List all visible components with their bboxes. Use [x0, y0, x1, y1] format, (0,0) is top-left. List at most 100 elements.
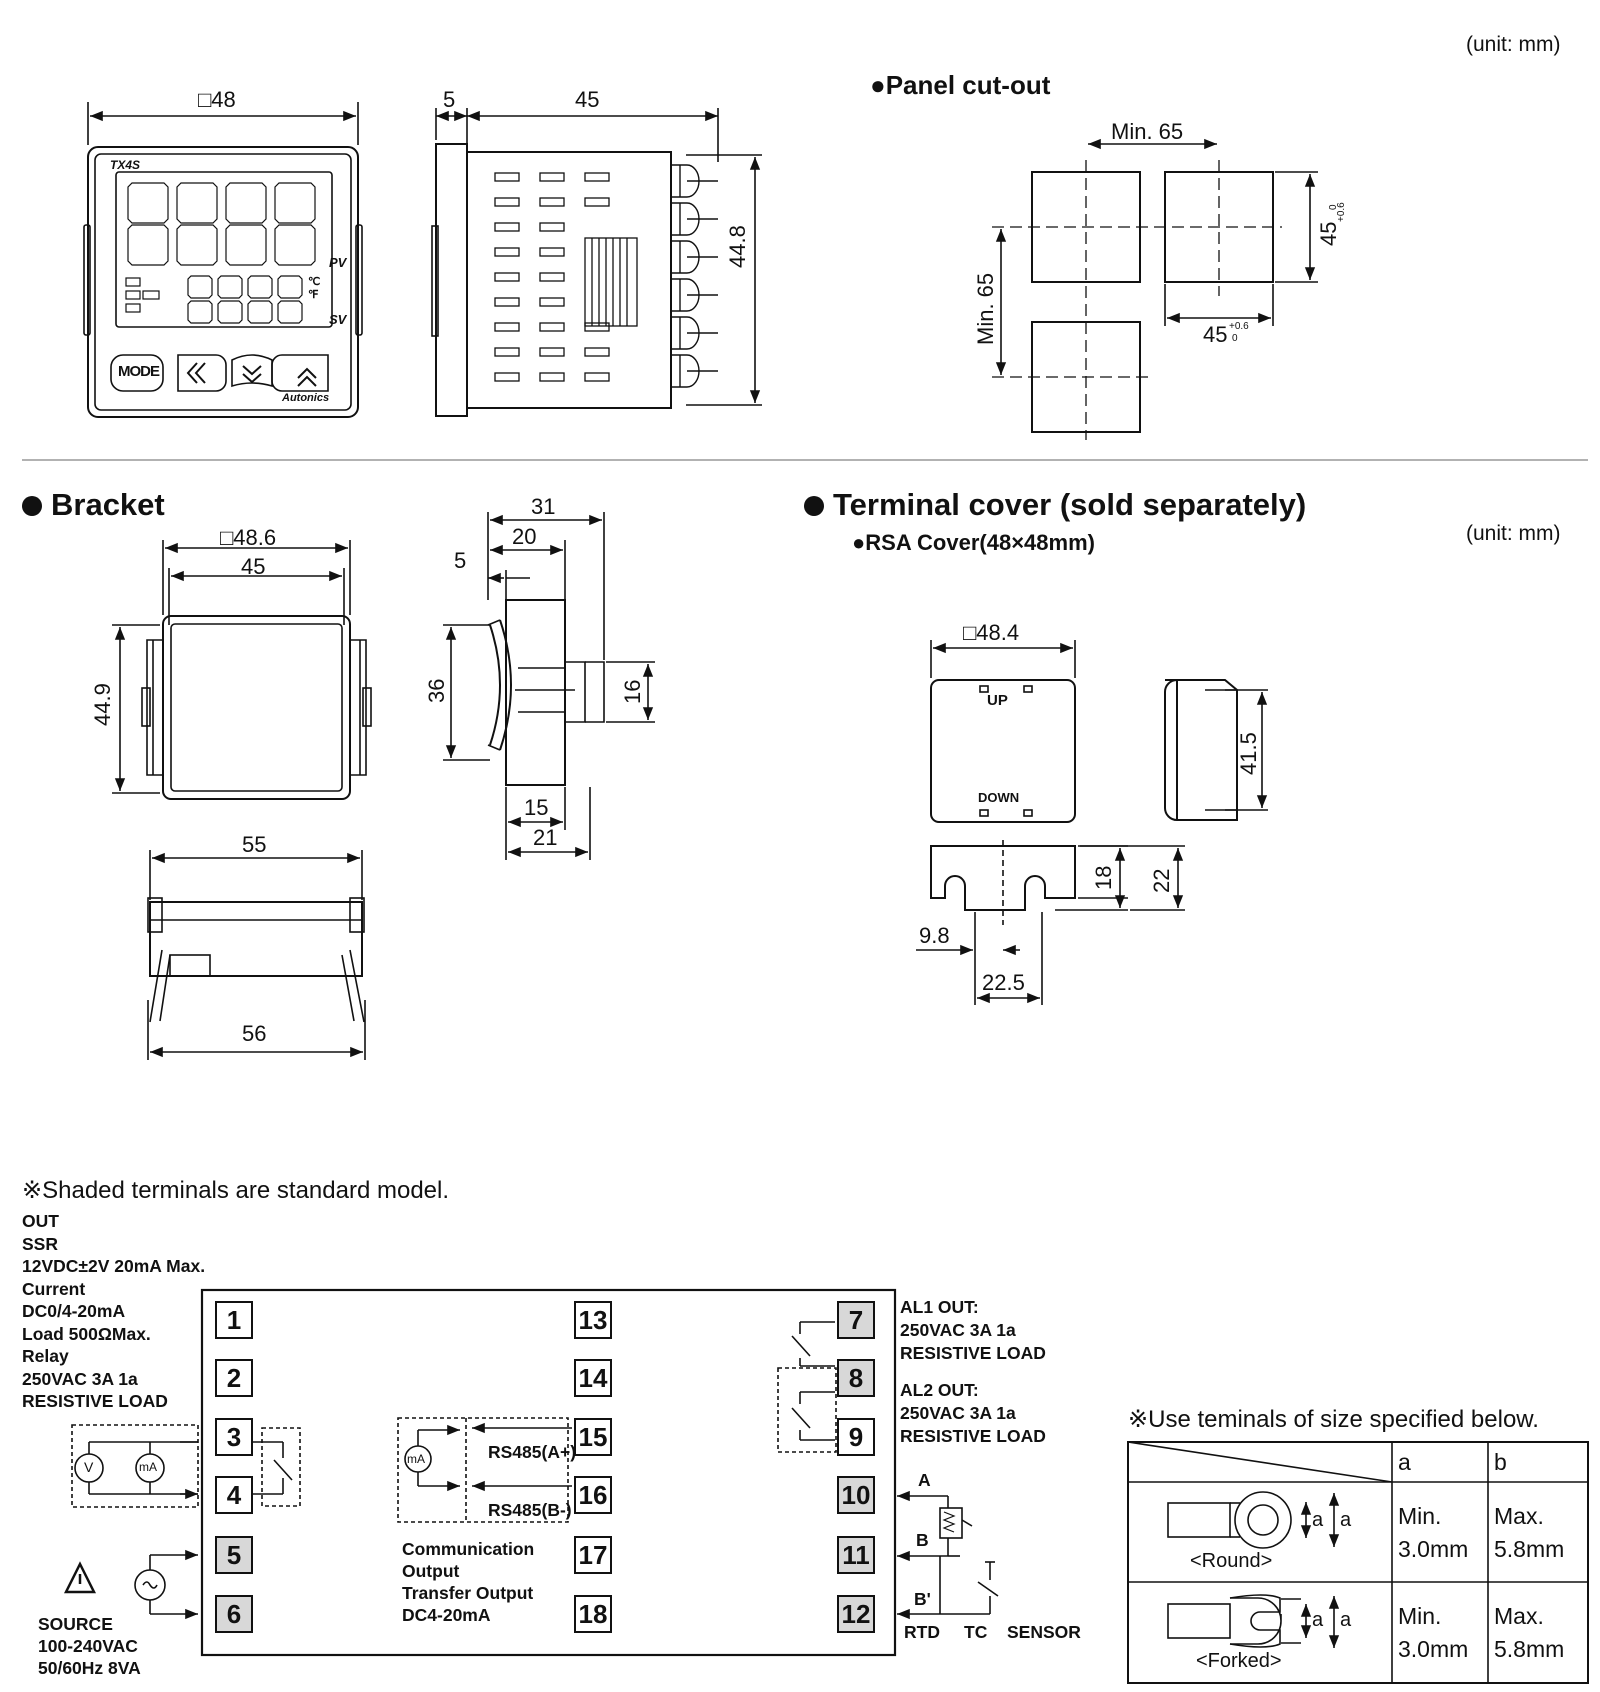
cover-d18: 18: [1091, 865, 1116, 890]
shaded-terminals-note: ※Shaded terminals are standard model.: [22, 1177, 450, 1204]
round-dim-a-outer: a: [1340, 1509, 1352, 1531]
forked-dim-a-outer: a: [1340, 1609, 1352, 1631]
front-model-label: TX4S: [110, 158, 141, 172]
unit-label-cover: (unit: mm): [1466, 522, 1561, 545]
al2-line: AL2 OUT:: [900, 1380, 979, 1400]
comm-output-block: Communication Output Transfer Output DC4…: [402, 1538, 534, 1626]
bracket-side-d5: 5: [454, 548, 467, 573]
ammeter-symbol: mA: [139, 1460, 157, 1474]
table-header-a: a: [1398, 1449, 1411, 1475]
cutout-vertical-tol-zero: 0: [1328, 204, 1339, 210]
cutout-vertical-dim: 45: [1316, 221, 1341, 246]
terminal-11: 11: [837, 1536, 875, 1574]
bracket-bottom-drawing: [147, 850, 366, 1060]
cover-size-dim: □48.4: [963, 620, 1020, 645]
out-spec-line: Load 500ΩMax.: [22, 1323, 151, 1344]
bracket-inner-dim: 45: [241, 554, 266, 579]
out-spec-line: OUT: [22, 1211, 59, 1231]
unit-label-top: (unit: mm): [1466, 33, 1561, 56]
cover-d22-5: 22.5: [982, 970, 1025, 995]
table-row-round-min: Min. 3.0mm: [1398, 1500, 1468, 1566]
bracket-side-d15: 15: [524, 795, 549, 820]
table-row-forked-min: Min. 3.0mm: [1398, 1600, 1468, 1666]
out-spec-line: 250VAC 3A 1a: [22, 1368, 138, 1389]
panel-cutout-drawing: [992, 138, 1318, 440]
cover-down-label: DOWN: [978, 790, 1020, 805]
terminal-14: 14: [574, 1359, 612, 1397]
bracket-side-d36: 36: [424, 678, 449, 703]
al1-line: RESISTIVE LOAD: [900, 1343, 1046, 1363]
bracket-outer-dim: □48.6: [220, 525, 277, 550]
max-value: 5.8mm: [1494, 1636, 1565, 1662]
cover-d41-5: 41.5: [1236, 732, 1261, 775]
terminal-7: 7: [837, 1301, 875, 1339]
min-label: Min.: [1398, 1603, 1442, 1629]
sensor-b-label: B: [916, 1530, 929, 1550]
bracket-side-drawing: [443, 512, 655, 860]
al2-line: RESISTIVE LOAD: [900, 1426, 1046, 1446]
terminal-size-table-drawing: [1127, 1441, 1589, 1684]
bracket-front-drawing: [112, 540, 372, 800]
terminal-cover-drawing: [916, 640, 1268, 1005]
terminal-15: 15: [574, 1418, 612, 1456]
bracket-bullet-icon: [22, 496, 42, 516]
min-label: Min.: [1398, 1503, 1442, 1529]
out-spec-line: RESISTIVE LOAD: [22, 1391, 168, 1411]
front-unit-f: ℉: [308, 289, 319, 301]
front-unit-c: ℃: [308, 276, 321, 288]
min-value: 3.0mm: [1398, 1536, 1469, 1562]
terminal-4: 4: [215, 1476, 253, 1514]
bracket-height-dim: 44.9: [90, 683, 115, 726]
bracket-bottom-d56: 56: [242, 1021, 267, 1046]
sensor-label: SENSOR: [1007, 1622, 1081, 1642]
terminal-cover-bullet-icon: [804, 496, 824, 516]
terminal-cover-title: Terminal cover (sold separately): [833, 487, 1307, 522]
out-spec-line: Relay: [22, 1346, 69, 1366]
sensor-a-label: A: [918, 1470, 931, 1490]
terminal-12: 12: [837, 1595, 875, 1633]
cover-d9-8: 9.8: [919, 923, 950, 948]
panel-cutout-title: ●Panel cut-out: [870, 70, 1051, 100]
out-spec-block: OUT SSR 12VDC±2V 20mA Max. Current DC0/4…: [22, 1210, 205, 1413]
bracket-bottom-d55: 55: [242, 832, 267, 857]
front-brand: Autonics: [282, 392, 330, 404]
terminal-13: 13: [574, 1301, 612, 1339]
front-pv-label: PV: [329, 255, 347, 270]
bracket-side-d20: 20: [512, 524, 537, 549]
out-spec-line: Current: [22, 1278, 86, 1299]
table-header-b: b: [1494, 1449, 1507, 1475]
al1-line: 250VAC 3A 1a: [900, 1320, 1016, 1340]
max-value: 5.8mm: [1494, 1536, 1565, 1562]
front-mode-key: MODE: [118, 363, 160, 380]
side-depth-dim: 45: [575, 87, 600, 112]
terminal-5: 5: [215, 1536, 253, 1574]
out-spec-line: 12VDC±2V 20mA Max.: [22, 1256, 206, 1276]
cutout-min-horizontal: Min. 65: [1111, 119, 1184, 144]
front-view-drawing: [83, 102, 363, 418]
terminal-16: 16: [574, 1476, 612, 1514]
min-value: 3.0mm: [1398, 1636, 1469, 1662]
cutout-horizontal-tol-plus: +0.6: [1229, 321, 1249, 332]
front-sv-label: SV: [329, 312, 347, 327]
out-spec-line: SSR: [22, 1233, 58, 1254]
al1-line: AL1 OUT:: [900, 1297, 979, 1317]
table-row-forked-name: <Forked>: [1196, 1650, 1282, 1672]
terminal-10: 10: [837, 1476, 875, 1514]
source-line: 50/60Hz 8VA: [38, 1658, 141, 1678]
terminal-2: 2: [215, 1359, 253, 1397]
cutout-horizontal-dim: 45: [1203, 322, 1228, 347]
terminal-3: 3: [215, 1418, 253, 1456]
side-height-dim: 44.8: [725, 225, 750, 268]
terminal-18: 18: [574, 1595, 612, 1633]
table-row-round-name: <Round>: [1190, 1550, 1273, 1572]
source-block: SOURCE 100-240VAC 50/60Hz 8VA: [38, 1613, 141, 1679]
terminal-cover-subtitle: ●RSA Cover(48×48mm): [852, 530, 1095, 555]
comm-line: Output: [402, 1561, 460, 1581]
forked-dim-a-inner: a: [1312, 1609, 1324, 1631]
terminal-17: 17: [574, 1536, 612, 1574]
max-label: Max.: [1494, 1603, 1544, 1629]
tc-label: TC: [964, 1622, 988, 1642]
cover-up-label: UP: [987, 692, 1008, 709]
bracket-side-d31: 31: [531, 494, 556, 519]
